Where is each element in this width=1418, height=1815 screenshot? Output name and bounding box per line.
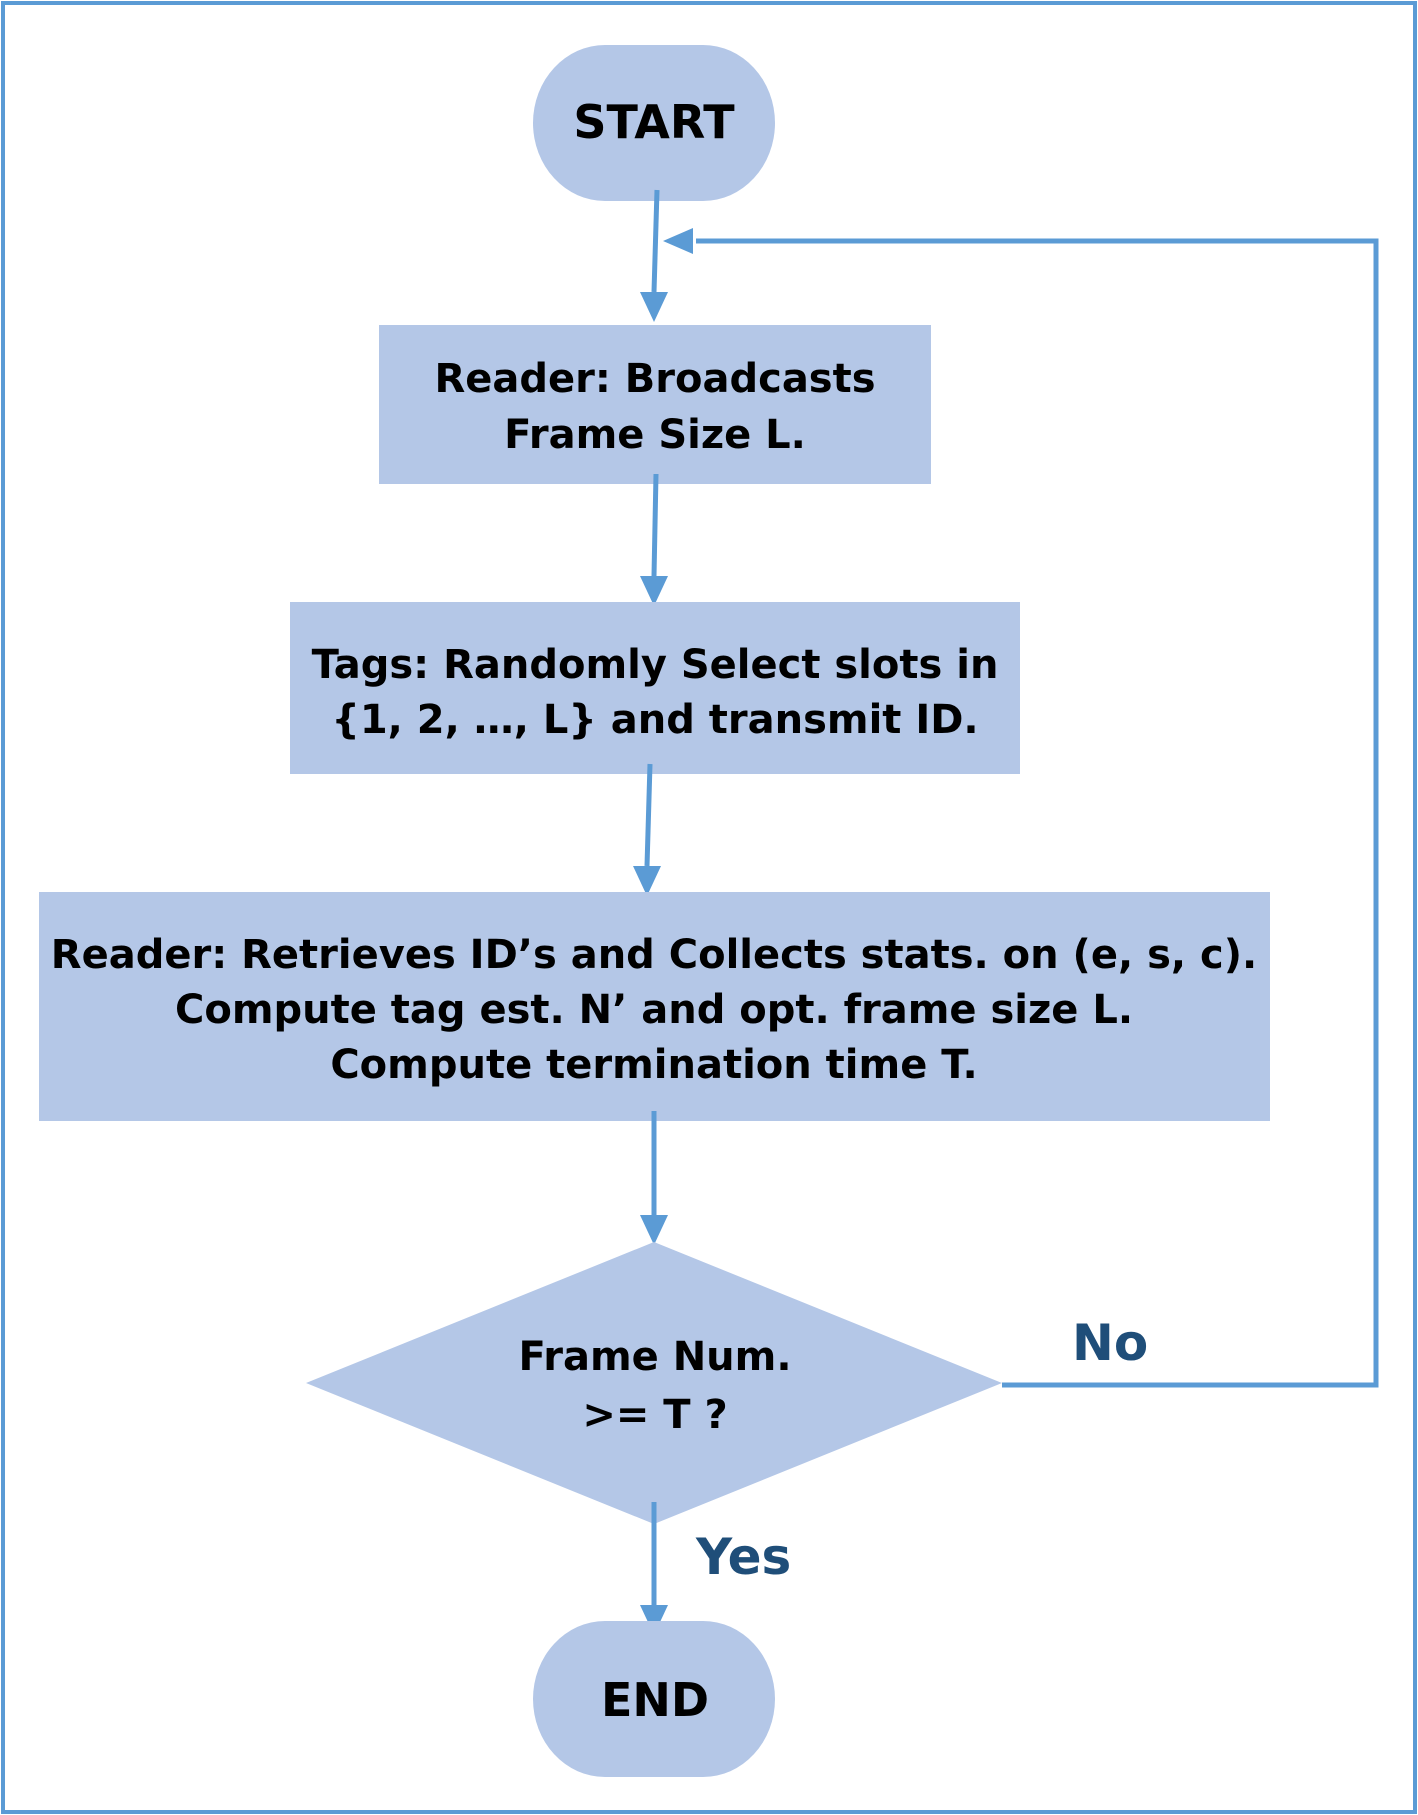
end-node: END: [533, 1621, 775, 1777]
retrieve-line-1: Reader: Retrieves ID’s and Collects stat…: [51, 932, 1257, 978]
retrieve-line-3: Compute termination time T.: [330, 1042, 977, 1088]
decision-node: Frame Num. >= T ?: [306, 1242, 1002, 1524]
end-label: END: [601, 1673, 709, 1727]
arrow-broadcast-to-tags: [640, 473, 668, 606]
retrieve-node: Reader: Retrieves ID’s and Collects stat…: [39, 892, 1270, 1121]
broadcast-node: Reader: Broadcasts Frame Size L.: [379, 325, 931, 484]
retrieve-shape: [39, 892, 1270, 1121]
tags-line-2: {1, 2, …, L} and transmit ID.: [331, 697, 978, 743]
end-shape: [533, 1621, 775, 1777]
arrow-no-loop: [663, 228, 1379, 1388]
start-node: START: [533, 45, 775, 201]
broadcast-line-1: Reader: Broadcasts: [434, 356, 875, 402]
arrow-retrieve-to-decision: [640, 1111, 668, 1245]
arrow-start-to-broadcast: [640, 189, 668, 322]
arrow-yes-to-end: [640, 1502, 668, 1635]
arrow-tags-to-retrieve: [633, 763, 661, 896]
start-shape: [533, 45, 775, 201]
decision-shape: [306, 1242, 1002, 1524]
broadcast-line-2: Frame Size L.: [504, 412, 806, 458]
retrieve-line-2: Compute tag est. N’ and opt. frame size …: [175, 987, 1133, 1033]
start-label: START: [573, 95, 735, 149]
decision-line-2: >= T ?: [582, 1392, 727, 1438]
tags-node: Tags: Randomly Select slots in {1, 2, …,…: [290, 602, 1020, 774]
tags-shape: [290, 602, 1020, 774]
branch-label-yes: Yes: [695, 1528, 791, 1586]
decision-line-1: Frame Num.: [518, 1334, 791, 1380]
tags-line-1: Tags: Randomly Select slots in: [312, 642, 999, 688]
branch-label-no: No: [1072, 1314, 1148, 1372]
broadcast-shape: [379, 325, 931, 484]
